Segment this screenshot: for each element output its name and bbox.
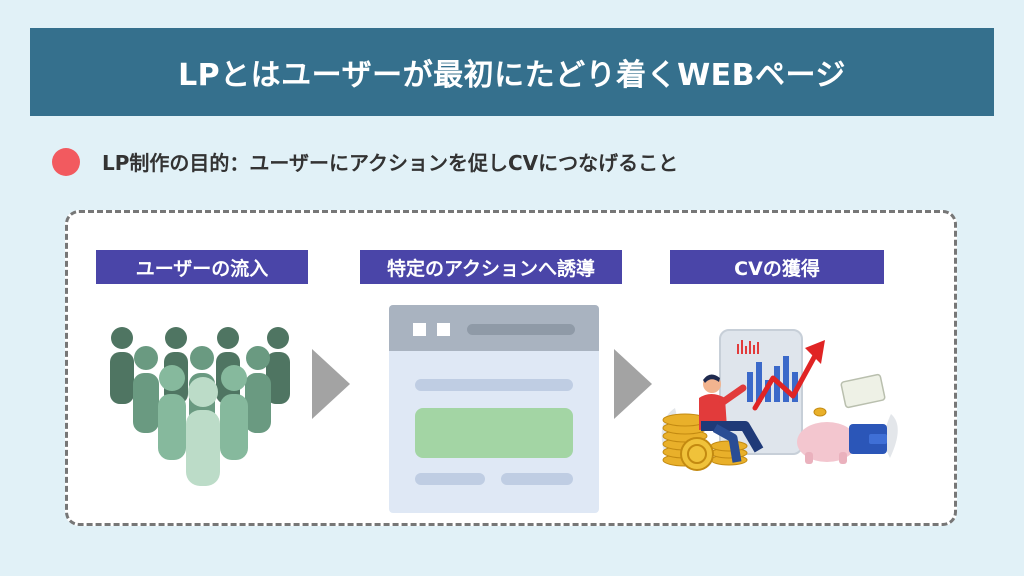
purpose-text: LP制作の目的：ユーザーにアクションを促しCVにつなげること [102,151,679,175]
purpose-row: LP制作の目的：ユーザーにアクションを促しCVにつなげること [52,147,678,176]
step-label-cv-acquisition: CVの獲得 [670,250,884,284]
flow-arrow-icon [312,349,350,419]
page-title: LPとはユーザーが最初にたどり着くWEBページ [178,58,846,93]
conversion-growth-illustration [661,329,898,471]
bullet-dot-icon [52,147,80,176]
flow-arrow-icon [614,349,652,419]
users-crowd-icon [110,327,290,486]
step-label-action-guidance: 特定のアクションへ誘導 [360,250,622,284]
title-banner: LPとはユーザーが最初にたどり着くWEBページ [30,28,994,116]
step-label-user-inflow: ユーザーの流入 [96,250,308,284]
landing-page-icon [389,305,599,513]
